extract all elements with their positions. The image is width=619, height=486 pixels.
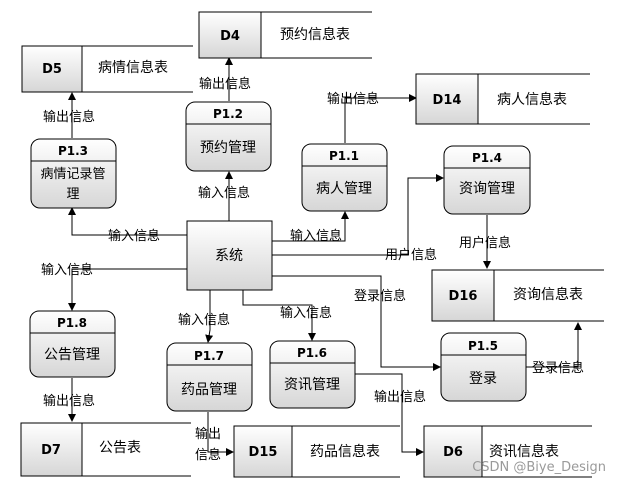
store-name-d16: 资询信息表 — [513, 286, 583, 303]
label-p17-d15-line2: 信息 — [195, 447, 221, 463]
data-store-d4: D4 预约信息表 — [198, 11, 372, 59]
store-name-d15: 药品信息表 — [310, 443, 380, 460]
flow-lines — [68, 57, 582, 456]
process-id-p16: P1.6 — [297, 346, 327, 360]
process-name-p15: 登录 — [469, 371, 497, 387]
process-name-p12: 预约管理 — [200, 140, 256, 156]
process-id-p14: P1.4 — [472, 151, 502, 165]
data-store-d15: D15 药品信息表 — [233, 425, 400, 478]
store-id-d16: D16 — [449, 289, 478, 304]
flow-sys-p15 — [272, 275, 441, 371]
label-p17-d15-line1: 输出 — [195, 426, 221, 442]
flow-sys-p16 — [242, 290, 316, 341]
process-p11: P1.1 病人管理 — [301, 143, 388, 212]
process-p14: P1.4 资询管理 — [443, 145, 531, 215]
system-label: 系统 — [215, 248, 243, 264]
process-name-p14: 资询管理 — [459, 181, 515, 197]
store-name-d6: 资讯信息表 — [489, 443, 559, 460]
label-p14-d16: 用户信息 — [459, 235, 511, 251]
data-store-d5: D5 病情信息表 — [21, 45, 193, 93]
process-name-p18: 公告管理 — [44, 347, 100, 363]
flow-sys-p14 — [272, 174, 444, 256]
system-box: 系统 — [186, 220, 273, 291]
data-store-d6: D6 资讯信息表 — [423, 425, 592, 478]
process-name-p16: 资讯管理 — [284, 377, 340, 393]
process-id-p18: P1.8 — [57, 316, 87, 330]
process-name-p11: 病人管理 — [316, 181, 372, 197]
process-p17: P1.7 药品管理 — [166, 342, 253, 412]
label-p11-d14: 输出信息 — [327, 91, 379, 107]
process-name2-p13: 理 — [66, 187, 79, 202]
process-id-p13: P1.3 — [58, 144, 88, 158]
data-store-d14: D14 病人信息表 — [415, 73, 590, 125]
process-p18: P1.8 公告管理 — [29, 310, 116, 378]
store-name-d7: 公告表 — [99, 440, 141, 456]
flow-labels: 输出信息 输出信息 输出信息 输入信息 输入信息 输入信息 用户信息 用户信息 … — [41, 76, 584, 463]
store-name-d14: 病人信息表 — [497, 91, 567, 108]
data-store-d7: D7 公告表 — [20, 422, 191, 477]
process-name-p13: 病情记录管 — [40, 167, 105, 182]
process-name-p17: 药品管理 — [181, 382, 237, 398]
flow-p11-d14 — [344, 94, 417, 143]
process-id-p15: P1.5 — [468, 339, 498, 353]
store-id-d15: D15 — [249, 445, 278, 460]
label-sys-p17: 输入信息 — [178, 312, 230, 328]
label-p18-d7: 输出信息 — [43, 393, 95, 409]
label-sys-p13: 输入信息 — [108, 228, 160, 244]
label-sys-p12: 输入信息 — [198, 185, 250, 201]
process-id-p11: P1.1 — [329, 149, 359, 163]
label-sys-p11: 输入信息 — [290, 228, 342, 244]
process-p15: P1.5 登录 — [440, 332, 527, 402]
label-sys-p18: 输入信息 — [41, 262, 93, 278]
store-id-d4: D4 — [220, 29, 240, 44]
flow-sys-p18 — [68, 268, 187, 311]
label-p13-d5: 输出信息 — [43, 109, 95, 125]
process-p12: P1.2 预约管理 — [185, 101, 272, 172]
flow-sys-p13 — [68, 207, 187, 236]
process-id-p12: P1.2 — [213, 107, 243, 121]
store-id-d5: D5 — [42, 62, 62, 77]
flow-sys-p11 — [272, 211, 349, 242]
label-p15-d16: 登录信息 — [532, 360, 584, 376]
flow-p16-d6 — [353, 373, 424, 456]
store-id-d14: D14 — [433, 93, 462, 108]
label-sys-p15: 登录信息 — [354, 288, 406, 304]
store-name-d5: 病情信息表 — [98, 59, 168, 76]
watermark: CSDN @Biye_Design — [472, 460, 606, 475]
label-p16-d6: 输出信息 — [374, 389, 426, 405]
label-sys-p14: 用户信息 — [385, 247, 437, 263]
process-p16: P1.6 资讯管理 — [269, 340, 356, 409]
flow-sys-p17 — [205, 290, 214, 343]
process-p13: P1.3 病情记录管 理 — [30, 138, 117, 209]
store-name-d4: 预约信息表 — [280, 26, 350, 43]
store-id-d6: D6 — [443, 445, 463, 460]
flow-p17-d15 — [207, 412, 234, 456]
process-id-p17: P1.7 — [194, 349, 224, 363]
flow-p15-d16 — [526, 322, 582, 368]
store-id-d7: D7 — [41, 443, 61, 458]
data-store-d16: D16 资询信息表 — [431, 269, 604, 322]
label-sys-p16: 输入信息 — [280, 305, 332, 321]
label-p12-d4: 输出信息 — [199, 76, 251, 92]
